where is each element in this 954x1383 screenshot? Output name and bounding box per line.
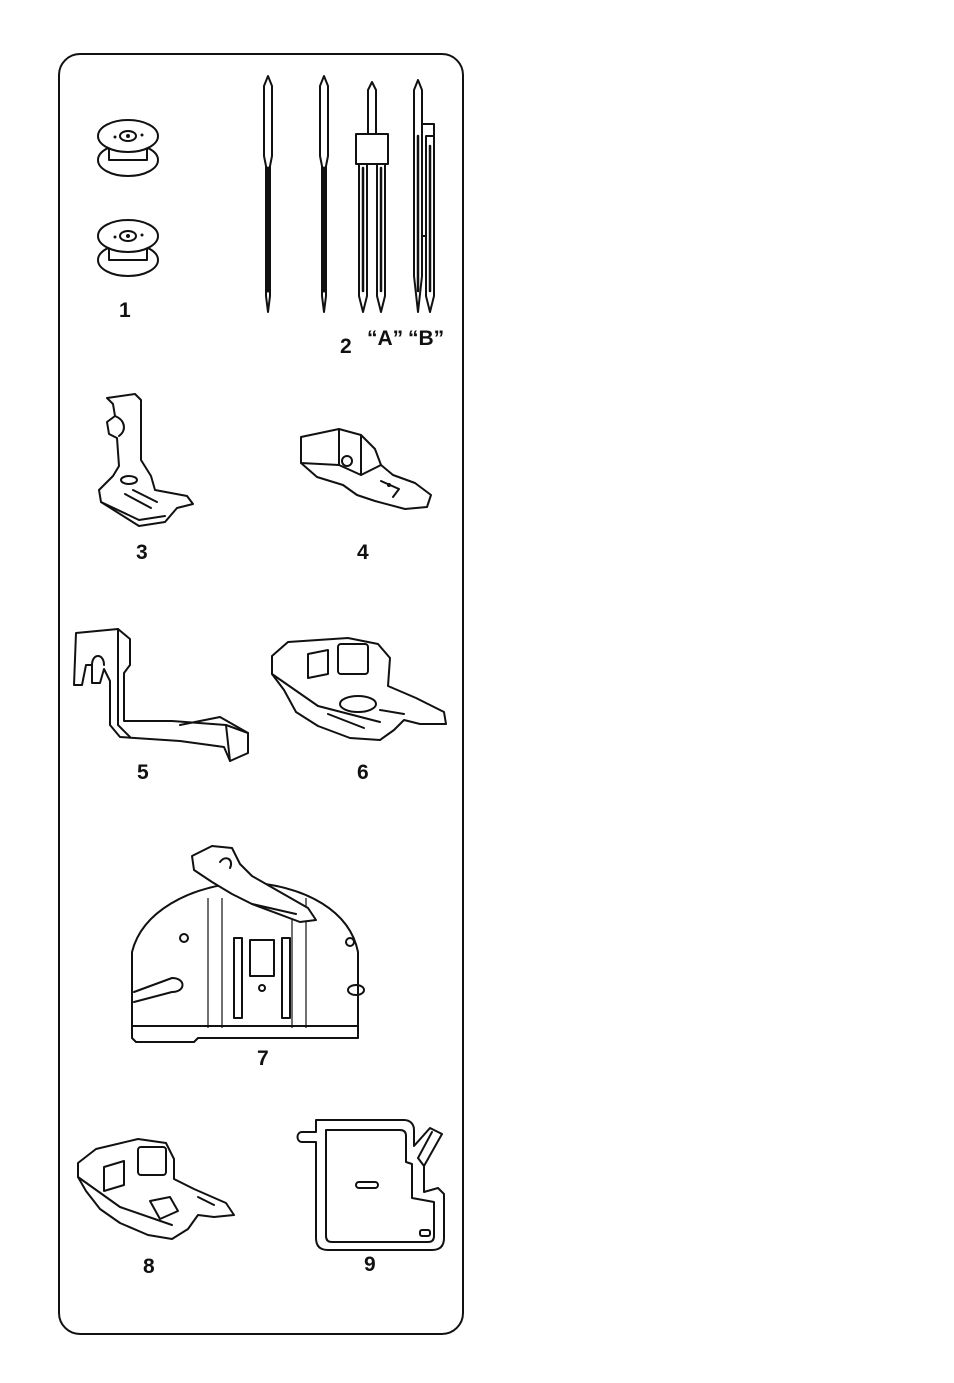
item-label-2: 2 xyxy=(340,336,352,357)
item-label-7: 7 xyxy=(257,1048,269,1069)
item-label-8: 8 xyxy=(143,1256,155,1277)
item-label-6: 6 xyxy=(357,762,369,783)
presser-foot-icon xyxy=(74,1135,239,1245)
cover-plate-icon xyxy=(292,1112,452,1257)
item-label-9: 9 xyxy=(364,1254,376,1275)
needle-icon xyxy=(250,76,450,321)
presser-foot-icon xyxy=(95,390,200,530)
zipper-foot-icon xyxy=(295,425,435,520)
needle-plate-icon xyxy=(128,842,363,1052)
item-label-4: 4 xyxy=(357,542,369,563)
bobbin-icon xyxy=(95,110,165,290)
presser-foot-icon xyxy=(268,630,453,755)
item-label-3: 3 xyxy=(136,542,148,563)
needle-label-a: “A” xyxy=(367,328,403,349)
needle-label-b: “B” xyxy=(408,328,444,349)
item-label-5: 5 xyxy=(137,762,149,783)
item-label-1: 1 xyxy=(119,300,131,321)
guide-icon xyxy=(70,625,255,770)
